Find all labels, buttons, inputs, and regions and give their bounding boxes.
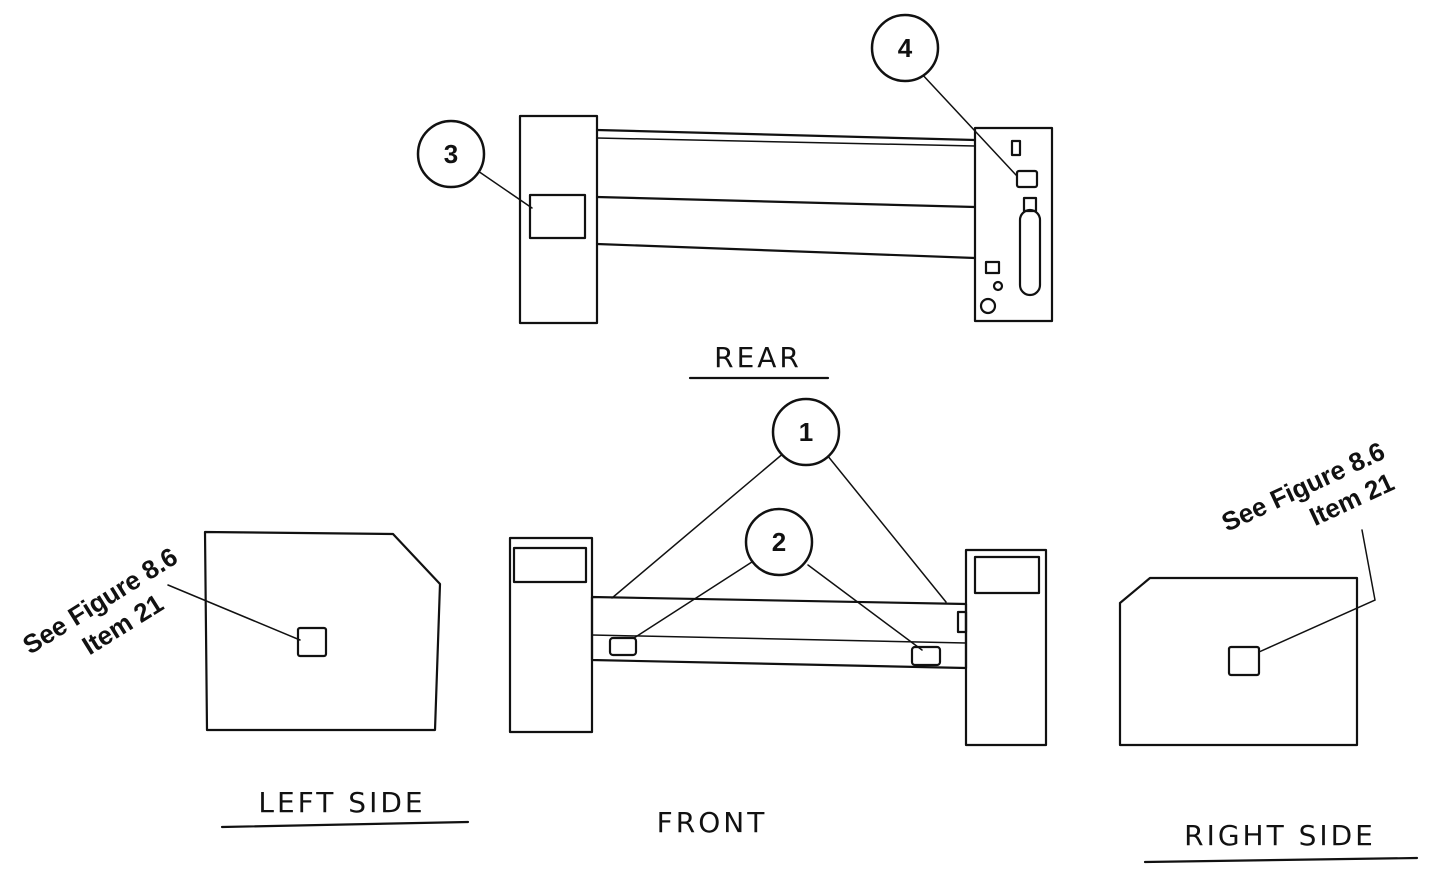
rear-switch-small [1010,139,1022,157]
right-side-label: RIGHT SIDE [1184,819,1376,852]
left-side-label-group: LEFT SIDE [220,786,470,829]
rear-label-group: REAR [688,341,830,380]
leader-2-right [807,564,923,651]
leader-3 [477,170,533,209]
rear-left-pedestal [518,114,599,325]
rear-knob-small [992,280,1004,292]
front-left-display [512,546,588,584]
callout-2: 2 [744,507,814,577]
rear-label: REAR [714,341,802,374]
right-side-label-underline [1143,856,1419,864]
left-side-label-underline [220,820,470,829]
callout-1: 1 [771,397,841,467]
callout-1-number: 1 [799,417,813,447]
rear-view [518,114,1054,325]
rear-connector [1015,169,1039,189]
leader-1-right [826,454,947,603]
left-reference-note: See Figure 8.6 Item 21 [17,541,182,661]
rear-port [984,260,1001,275]
rear-cylinder-cap [1022,196,1038,213]
right-side-outline [1118,576,1359,747]
right-side-port [1227,645,1261,677]
front-right-display [973,555,1041,595]
leader-2-left [633,559,756,639]
callout-leaders [477,71,1017,651]
left-side-outline [203,530,442,732]
front-label: FRONT [657,806,768,839]
right-side-view [1118,529,1376,747]
callout-4: 4 [870,13,940,83]
callout-3-circle [416,119,486,189]
left-side-leader [167,584,301,641]
callout-2-circle [744,507,814,577]
rear-cylinder [1018,208,1042,297]
right-reference-note: See Figure 8.6 Item 21 [1217,436,1399,538]
callout-2-number: 2 [772,527,786,557]
front-roller-left [608,636,638,657]
left-side-view [167,530,442,732]
leader-4 [919,71,1017,176]
rear-rail-bottom [595,242,977,260]
left-side-port [296,626,328,658]
rear-knob-large [979,297,997,315]
rear-rail-top-inner [596,137,976,147]
front-beam-edge [591,634,967,644]
leader-1-left [611,451,786,599]
front-left-pedestal [508,536,594,734]
callout-3: 3 [416,119,486,189]
callout-1-circle [771,397,841,467]
front-roller-right [910,645,942,667]
callout-4-circle [870,13,940,83]
left-side-label: LEFT SIDE [258,786,425,819]
front-beam [590,595,968,670]
callout-3-number: 3 [444,139,458,169]
front-view [508,536,1048,747]
front-beam-end-cap [956,610,968,634]
callout-4-number: 4 [898,33,913,63]
rear-rail-middle [595,195,977,209]
rear-left-panel [528,193,587,240]
right-side-label-group: RIGHT SIDE [1143,819,1419,864]
rear-right-pedestal [973,126,1054,323]
rear-rail-top [595,128,977,142]
front-label-group: FRONT [657,806,768,839]
right-side-leader [1258,529,1376,653]
front-right-pedestal [964,548,1048,747]
